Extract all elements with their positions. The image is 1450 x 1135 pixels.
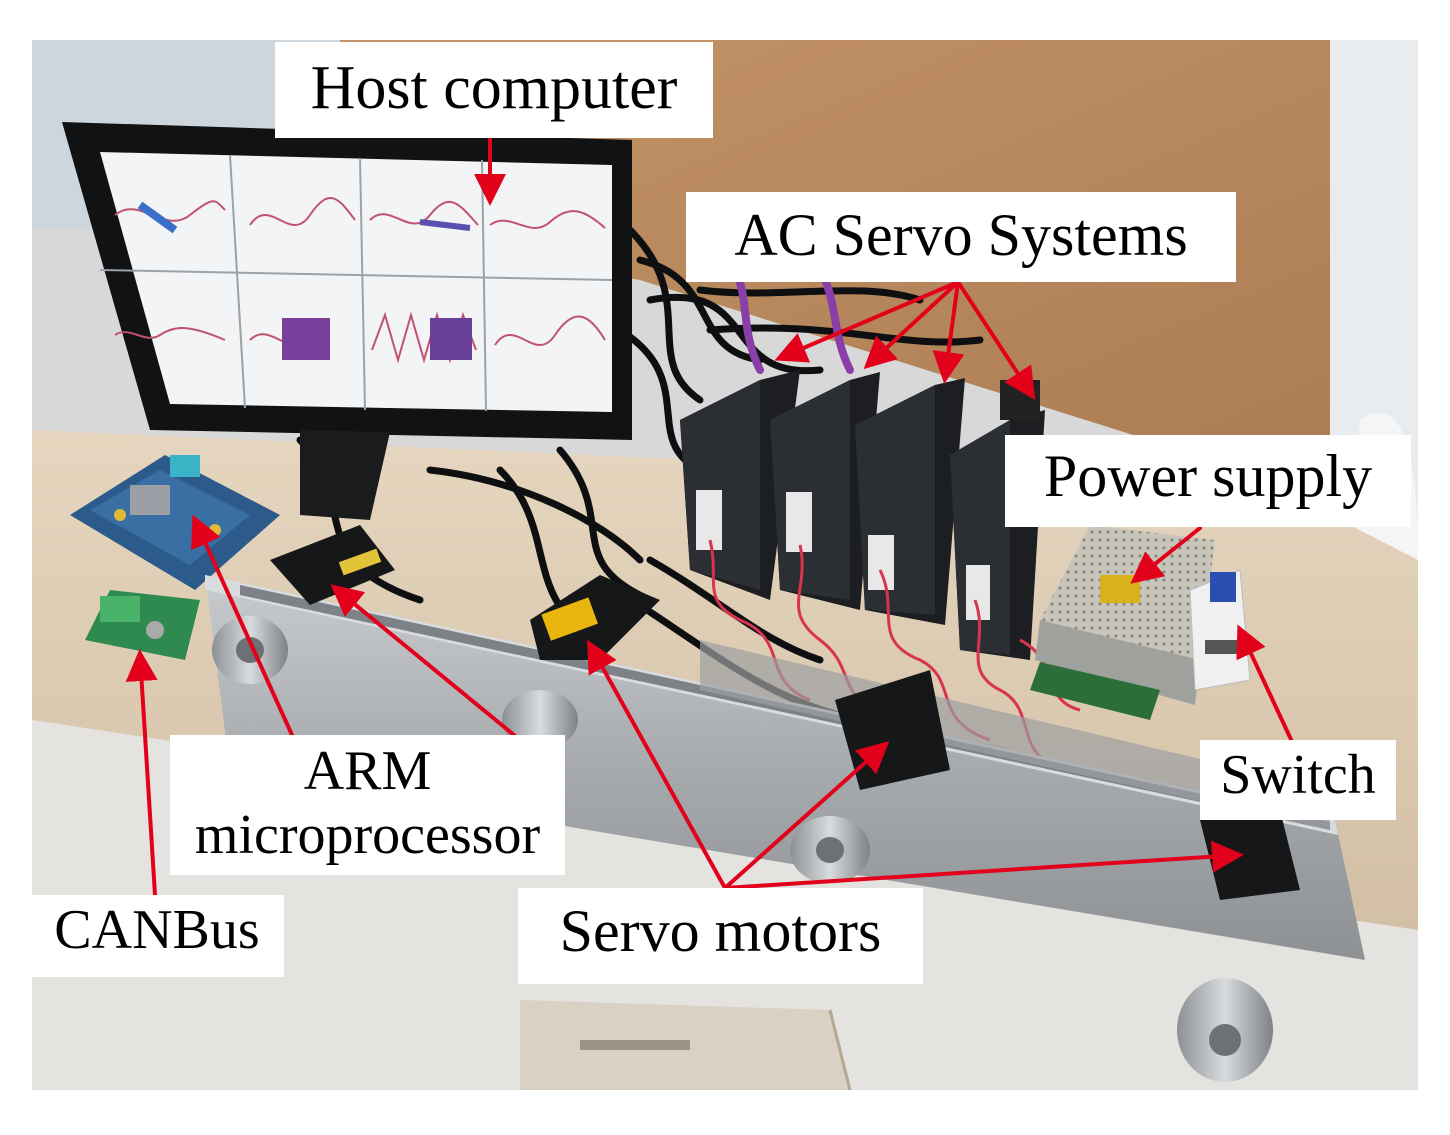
pulley-1 (212, 616, 288, 684)
label-servo-motors-text: Servo motors (559, 898, 882, 964)
callout-arrows (125, 136, 1297, 897)
servo-motor-2 (530, 575, 660, 660)
pulley-3 (790, 816, 870, 884)
arrow-canbus (125, 649, 158, 897)
label-host-computer-text: Host computer (310, 54, 678, 122)
arrow-servo-motor-3 (723, 840, 1244, 890)
label-switch: Switch (1200, 740, 1396, 820)
circuit-breaker-switch (1189, 569, 1251, 691)
arrow-servo-motor-1 (587, 639, 727, 890)
servo-drive-2 (770, 372, 880, 610)
pulley-4 (1177, 978, 1273, 1082)
monitor-waveform-windows (99, 154, 613, 412)
label-canbus-text: CANBus (54, 899, 260, 961)
label-ac-servo-systems: AC Servo Systems (686, 192, 1236, 282)
label-arm-line1: ARM (303, 740, 432, 802)
label-arm-line2: microprocessor (194, 804, 541, 867)
label-switch-text: Switch (1220, 744, 1376, 806)
arrow-power-supply (1130, 526, 1202, 584)
label-ac-servo-systems-text: AC Servo Systems (734, 202, 1188, 268)
arrow-arm-2 (330, 584, 522, 742)
arrow-ac-servo-2 (863, 280, 960, 370)
servo-motor-1 (270, 525, 395, 605)
label-host-computer: Host computer (275, 42, 713, 138)
arrow-switch (1236, 624, 1297, 750)
servo-drive-3 (855, 378, 965, 625)
arrow-ac-servo-4 (956, 280, 1036, 401)
label-arm-microprocessor: ARM microprocessor (170, 735, 565, 875)
host-computer-monitor (62, 122, 632, 520)
label-canbus: CANBus (30, 895, 284, 977)
arrow-servo-motor-2 (723, 741, 890, 890)
label-servo-motors: Servo motors (518, 888, 923, 984)
label-power-supply-text: Power supply (1043, 443, 1373, 509)
power-supply-unit (1030, 525, 1215, 720)
arrow-arm-1 (191, 514, 294, 737)
arrow-ac-servo-1 (774, 280, 960, 363)
label-power-supply: Power supply (1005, 435, 1411, 527)
servo-motor-4 (1200, 810, 1300, 900)
arrow-ac-servo-3 (932, 280, 965, 384)
canbus-module (85, 590, 200, 660)
